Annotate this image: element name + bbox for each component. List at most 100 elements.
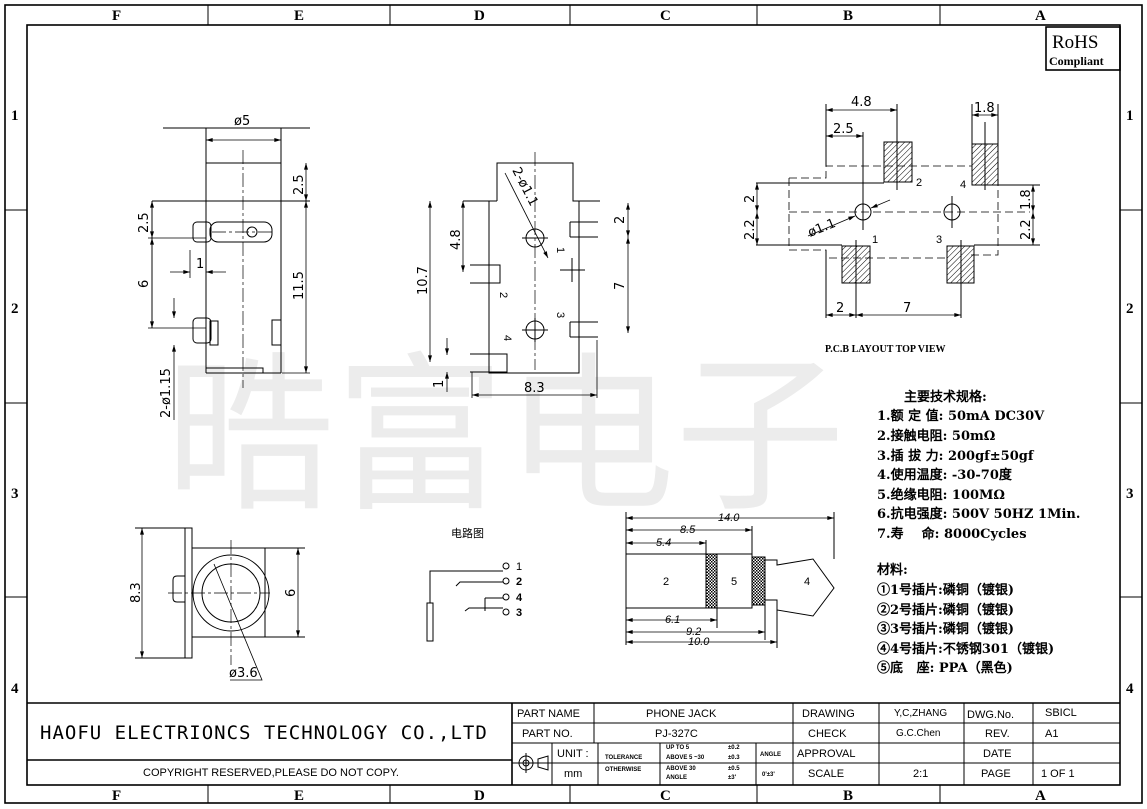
- pad-label: 4: [960, 179, 966, 191]
- dim-label: 1: [196, 257, 204, 272]
- dim-label: 2.2: [743, 219, 758, 240]
- tol-range: ABOVE 5 ~30: [666, 755, 705, 761]
- tol-value: ±0.2: [728, 745, 740, 751]
- dim-label: 2-ø1.15: [159, 368, 174, 418]
- material-item: ⑤底 座: PPA（黑色): [877, 660, 1013, 676]
- pad-label: 1: [872, 234, 878, 246]
- tol-range: ABOVE 30: [666, 766, 696, 772]
- circuit-pin: 1: [516, 561, 522, 573]
- circuit-pin: 2: [516, 576, 522, 588]
- approval-label: APPROVAL: [797, 748, 856, 760]
- dim-label: 11.5: [292, 271, 307, 300]
- dim-label: ø5: [234, 114, 250, 129]
- rohs-badge: RoHS Compliant: [1045, 26, 1121, 71]
- dim-label: 2: [836, 301, 844, 316]
- drawing-by: Y,C,ZHANG: [894, 708, 947, 719]
- part-no: PJ-327C: [655, 728, 698, 740]
- zone-col: F: [112, 8, 121, 24]
- zone-row: 4: [11, 681, 19, 697]
- zone-col: C: [660, 8, 671, 24]
- section-label: 4: [804, 576, 810, 588]
- spec-item: 3.插 拔 力: 200gf±50gf: [877, 448, 1035, 464]
- dim-label: 2: [743, 195, 758, 203]
- tol-range: ANGLE: [666, 775, 687, 781]
- dim-label: 2.5: [292, 174, 307, 195]
- dim-label: 4.8: [851, 95, 872, 110]
- zone-row: 1: [1126, 108, 1134, 124]
- tol-value: ±0.3: [728, 755, 740, 761]
- spec-item: 2.接触电阻: 50mΩ: [877, 428, 995, 444]
- scale-label: SCALE: [808, 768, 844, 780]
- dim-label: 1.8: [1019, 189, 1034, 210]
- scale-value: 2:1: [913, 768, 928, 780]
- dim-label: 10.0: [688, 636, 710, 648]
- plug-view: 14.0 8.5 5.4 6.1 9.2 10.0 2 5 4: [625, 512, 835, 648]
- angle-value: 0'±3': [762, 772, 775, 778]
- zone-col: D: [474, 8, 485, 24]
- dwg-no: SBICL: [1045, 707, 1077, 719]
- zone-labels: F E D C B A F E D C B A 1 2 3 4 1 2 3 4: [11, 8, 1134, 804]
- rev-value: A1: [1045, 728, 1058, 740]
- circuit-diagram: 电路图 1 2 4 3: [426, 527, 523, 642]
- drawing-frame: [4, 4, 1143, 804]
- pin-label: 1: [554, 247, 566, 253]
- pin-label: 3: [554, 312, 566, 318]
- circuit-pin: 4: [516, 592, 523, 604]
- dwg-no-label: DWG.No.: [967, 709, 1014, 721]
- materials-title: 材料:: [877, 562, 908, 578]
- dim-label: 9.2: [686, 626, 701, 638]
- pcb-caption: P.C.B LAYOUT TOP VIEW: [825, 344, 946, 355]
- tolerance-label: TOLERANCE: [605, 755, 642, 761]
- zone-row: 3: [11, 486, 19, 502]
- projection-symbol-icon: [515, 753, 549, 773]
- unit-value: mm: [564, 768, 582, 780]
- pad-2: [883, 141, 913, 183]
- spec-item: 7.寿 命: 8000Cycles: [877, 526, 1027, 542]
- part-name: PHONE JACK: [646, 708, 717, 720]
- tol-value: ±3': [728, 775, 737, 781]
- dim-label: 2: [613, 216, 628, 224]
- dim-label: 2.5: [137, 212, 152, 233]
- dim-label: 1.8: [974, 101, 995, 116]
- pcb-layout-view: 4.8 2.5 1.8 2 2.2 1.8 2.2 2 7 ø1.1 1 2 3…: [743, 95, 1040, 355]
- zone-col: F: [112, 788, 121, 804]
- zone-col: A: [1035, 8, 1046, 24]
- dim-label: 8.5: [680, 524, 696, 536]
- circuit-title: 电路图: [451, 527, 484, 540]
- section-label: 2: [663, 576, 669, 588]
- company-name: HAOFU ELECTRIONCS TECHNOLOGY CO.,LTD: [40, 722, 488, 744]
- dim-label: ø3.6: [229, 666, 258, 681]
- tol-range: UP TO 5: [666, 745, 690, 751]
- pin-label: 2: [497, 292, 509, 298]
- dim-label: ø1.1: [806, 216, 838, 241]
- dim-label: 6: [284, 589, 299, 597]
- dim-label: 4.8: [449, 229, 464, 250]
- spec-list: 主要技术规格: 1.额 定 值: 50mA DC30V 2.接触电阻: 50mΩ…: [877, 389, 1080, 676]
- zone-col: B: [843, 8, 853, 24]
- dim-label: 2.5: [833, 122, 854, 137]
- dim-label: 6: [137, 280, 152, 288]
- circuit-pin: 3: [516, 607, 522, 619]
- dim-label: 7: [903, 301, 911, 316]
- dim-label: 8.3: [129, 582, 144, 603]
- zone-col: D: [474, 788, 485, 804]
- rev-label: REV.: [985, 728, 1010, 740]
- checked-by: G.C.Chen: [896, 728, 940, 739]
- section-label: 5: [731, 576, 737, 588]
- unit-label: UNIT :: [557, 748, 589, 760]
- side-view: ø5 2.5 11.5 2.5 6 1 2-ø1.15: [137, 114, 310, 420]
- part-name-label: PART NAME: [517, 708, 580, 720]
- dim-label: 10.7: [416, 266, 431, 295]
- zone-row: 2: [1126, 301, 1134, 317]
- pad-label: 3: [936, 234, 942, 246]
- part-no-label: PART NO.: [522, 728, 573, 740]
- dim-label: 7: [613, 282, 628, 290]
- dim-label: 14.0: [718, 512, 740, 524]
- zone-col: A: [1035, 788, 1046, 804]
- dim-label: 5.4: [656, 537, 671, 549]
- dim-label: 1: [432, 380, 447, 388]
- zone-col: E: [294, 788, 304, 804]
- date-label: DATE: [983, 748, 1012, 760]
- material-item: ①1号插片:磷铜（镀银): [877, 582, 1014, 598]
